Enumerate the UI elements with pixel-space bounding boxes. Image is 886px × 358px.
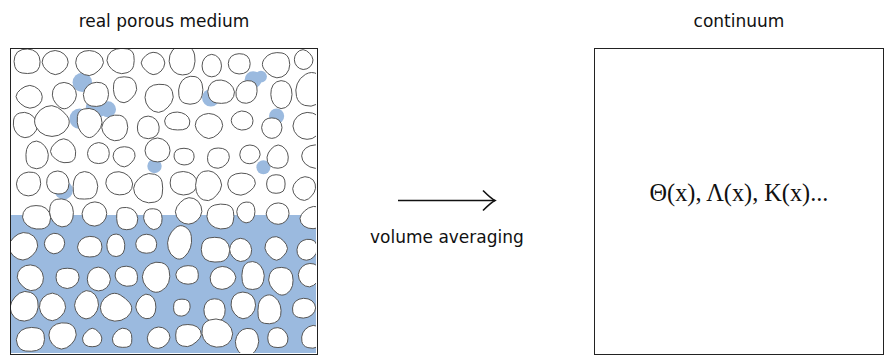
panel-heading: real porous medium xyxy=(11,11,317,31)
arrow-connector xyxy=(398,191,495,211)
continuum-box: continuumΘ(x), Λ(x), K(x)... xyxy=(594,48,884,355)
edge-label: volume averaging xyxy=(368,227,526,247)
symbol-list: Θ(x), Λ(x), K(x)... xyxy=(595,179,883,207)
grain-illustration xyxy=(11,49,316,353)
panel-heading: continuum xyxy=(595,11,883,31)
porous-medium-box: real porous medium xyxy=(10,48,318,355)
